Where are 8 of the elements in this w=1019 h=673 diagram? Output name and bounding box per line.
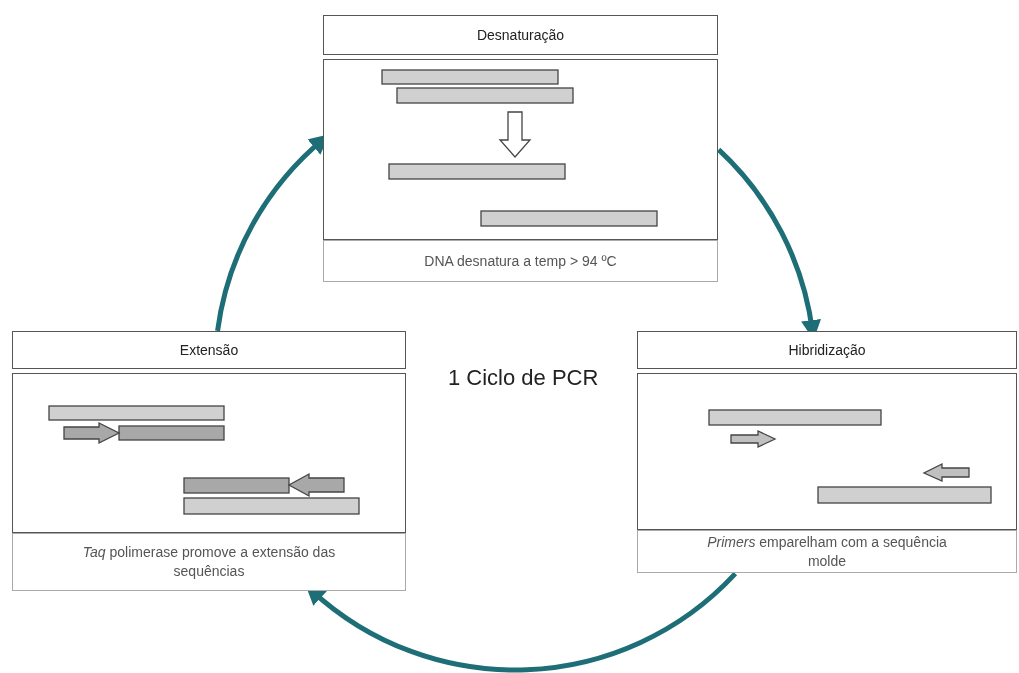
stage-caption: Primers emparelham com a sequência molde bbox=[637, 530, 1017, 573]
stage-caption: Taq polimerase promove a extensão das sequências bbox=[12, 533, 406, 591]
cycle-label: 1 Ciclo de PCR bbox=[448, 365, 599, 391]
stage-title: Extensão bbox=[12, 331, 406, 369]
stage-title: Desnaturação bbox=[323, 15, 718, 55]
stage-caption: DNA desnatura a temp > 94 ºC bbox=[323, 240, 718, 282]
cycle-arrow bbox=[305, 571, 738, 673]
stage-title: Hibridização bbox=[637, 331, 1017, 369]
